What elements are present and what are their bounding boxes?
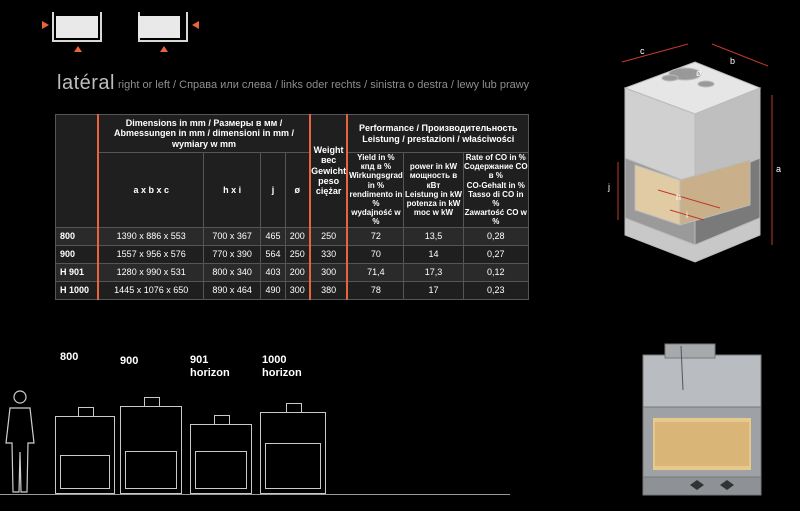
floor-line: [0, 494, 510, 495]
cell-diameter: 300: [284, 280, 311, 300]
cell-power: 17,3: [403, 262, 464, 282]
cell-j: 403: [260, 262, 286, 282]
cell-co: 0,12: [462, 262, 530, 282]
dim-col-j: j: [260, 152, 286, 228]
cell-model: 900: [55, 244, 100, 264]
model-label-800: 800: [60, 351, 79, 363]
dim-col-diameter: ø: [284, 152, 311, 228]
cell-co: 0,27: [462, 244, 530, 264]
model-label-901: 901 horizon: [190, 354, 230, 379]
page-title: latéral: [57, 72, 115, 94]
cell-power: 14: [403, 244, 464, 264]
model-label-1000: 1000 horizon: [262, 354, 302, 379]
cell-abc: 1557 x 956 x 576: [97, 244, 205, 264]
dimensions-header: Dimensions in mm / Размеры в мм / Abmess…: [97, 114, 311, 153]
cell-j: 564: [260, 244, 286, 264]
model-label-900: 900: [120, 355, 139, 367]
person-silhouette-icon: [5, 390, 35, 493]
perf-col-co: Rate of CO in % Содержание CO в % CO-Geh…: [462, 152, 530, 228]
label-i: i: [686, 210, 688, 220]
label-a: a: [776, 164, 781, 174]
table-row: H 901 1280 x 990 x 531 800 x 340 403 200…: [55, 262, 530, 282]
cell-co: 0,28: [462, 226, 530, 246]
cell-diameter: 200: [284, 262, 311, 282]
dimension-diagram: c b a j h i ø: [607, 43, 781, 263]
performance-header: Performance / Производительность Leistun…: [346, 114, 530, 153]
cell-yield: 72: [346, 226, 405, 246]
cell-hi: 770 x 390: [203, 244, 262, 264]
cell-hi: 800 x 340: [203, 262, 262, 282]
cell-power: 13,5: [403, 226, 464, 246]
specs-table: Dimensions in mm / Размеры в мм / Abmess…: [55, 114, 530, 300]
label-b: b: [730, 56, 735, 66]
weight-header: Weight вес Gewicht peso ciężar: [308, 114, 349, 228]
cell-diameter: 200: [284, 226, 311, 246]
cell-weight: 330: [308, 244, 349, 264]
cell-model: H 901: [55, 262, 100, 282]
fireplace-photo: [642, 343, 762, 496]
cell-weight: 380: [308, 280, 349, 300]
table-row: 800 1390 x 886 x 553 700 x 367 465 200 2…: [55, 226, 530, 246]
cell-j: 490: [260, 280, 286, 300]
cell-hi: 890 x 464: [203, 280, 262, 300]
page-subtitle: right or left / Справа или слева / links…: [118, 79, 530, 91]
cell-weight: 250: [308, 226, 349, 246]
left-orientation-icon: [42, 10, 108, 52]
cell-model: 800: [55, 226, 100, 246]
dim-col-hi: h x i: [203, 152, 262, 228]
cell-hi: 700 x 367: [203, 226, 262, 246]
table-row: 900 1557 x 956 x 576 770 x 390 564 250 3…: [55, 244, 530, 264]
label-j: j: [607, 182, 610, 192]
label-diameter: ø: [696, 68, 702, 78]
cell-yield: 78: [346, 280, 405, 300]
cell-co: 0,23: [462, 280, 530, 300]
dim-col-abc: a x b x c: [97, 152, 205, 228]
unit-800-outline: [55, 407, 115, 494]
perf-col-yield: Yield in % кпд в % Wirkungsgrad in % ren…: [346, 152, 405, 228]
unit-900-outline: [120, 397, 182, 494]
unit-1000-outline: [260, 403, 326, 494]
cell-abc: 1390 x 886 x 553: [97, 226, 205, 246]
label-c: c: [640, 46, 645, 56]
cell-yield: 71,4: [346, 262, 405, 282]
model-header-cell: [55, 114, 100, 228]
cell-abc: 1280 x 990 x 531: [97, 262, 205, 282]
unit-901-outline: [190, 415, 252, 494]
table-row: H 1000 1445 x 1076 x 650 890 x 464 490 3…: [55, 280, 530, 300]
cell-j: 465: [260, 226, 286, 246]
cell-model: H 1000: [55, 280, 100, 300]
right-orientation-icon: [132, 10, 199, 52]
cell-power: 17: [403, 280, 464, 300]
cell-weight: 300: [308, 262, 349, 282]
perf-col-power: power in kW мощность в кВт Leistung in k…: [403, 152, 464, 228]
cell-abc: 1445 x 1076 x 650: [97, 280, 205, 300]
label-h: h: [676, 192, 681, 202]
cell-yield: 70: [346, 244, 405, 264]
cell-diameter: 250: [284, 244, 311, 264]
